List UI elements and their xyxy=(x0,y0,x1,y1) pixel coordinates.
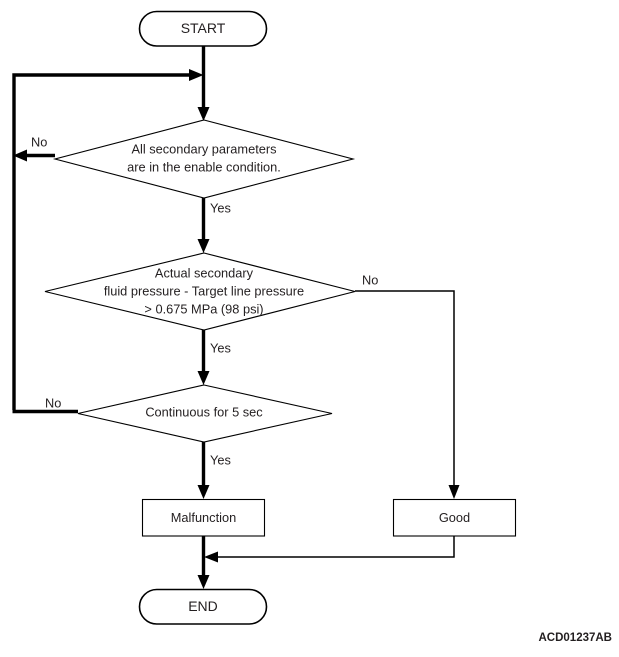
edge-decision2-yes xyxy=(197,330,210,385)
edge-decision2-no xyxy=(355,290,460,499)
arrowhead-icon xyxy=(448,485,460,499)
arrowhead-icon xyxy=(197,575,210,589)
arrowhead-icon xyxy=(13,149,27,162)
good-label: Good xyxy=(439,510,470,525)
edge-label-yes-decision1: Yes xyxy=(210,200,231,215)
edge-decision1-yes xyxy=(197,198,210,253)
node-malfunction[interactable]: Malfunction xyxy=(141,498,266,537)
node-good[interactable]: Good xyxy=(392,498,517,537)
figure-code-label: ACD01237AB xyxy=(538,632,612,644)
decision1-diamond-shape xyxy=(52,119,356,199)
edge-label-no-decision3: No xyxy=(45,395,61,410)
arrowhead-icon xyxy=(189,69,204,81)
edge-label-no-decision1: No xyxy=(31,134,47,149)
edge-good-to-end xyxy=(204,536,455,563)
arrowhead-icon xyxy=(197,107,210,121)
decision3-label-line1: Continuous for 5 sec xyxy=(145,404,263,419)
good-box-shape xyxy=(392,498,517,537)
edge-decision1-no xyxy=(13,149,55,162)
malfunction-label: Malfunction xyxy=(171,510,236,525)
start-terminator-shape xyxy=(138,10,268,47)
arrowhead-icon xyxy=(197,371,210,385)
edge-malfunction-to-end xyxy=(197,536,210,589)
decision2-diamond-shape xyxy=(44,252,356,331)
decision2-label-line1: Actual secondary xyxy=(155,265,254,280)
node-decision-secondary-parameters[interactable]: All secondary parameters are in the enab… xyxy=(52,119,356,199)
node-decision-continuous[interactable]: Continuous for 5 sec xyxy=(77,384,333,443)
end-label: END xyxy=(188,598,218,614)
decision1-label-line2: are in the enable condition. xyxy=(127,159,281,174)
decision3-diamond-shape xyxy=(77,384,333,443)
arrowhead-icon xyxy=(204,551,218,563)
edge-label-no-decision2: No xyxy=(362,272,378,287)
decision1-label-line1: All secondary parameters xyxy=(131,141,276,156)
node-start[interactable]: START xyxy=(138,10,268,47)
edge-label-yes-decision2: Yes xyxy=(210,340,231,355)
end-terminator-shape xyxy=(138,588,268,625)
decision2-label-line3: > 0.675 MPa (98 psi) xyxy=(144,301,263,316)
start-label: START xyxy=(181,20,226,36)
edge-label-yes-decision3: Yes xyxy=(210,452,231,467)
node-end[interactable]: END xyxy=(138,588,268,625)
edge-start-to-decision1 xyxy=(197,46,210,121)
malfunction-box-shape xyxy=(141,498,266,537)
arrowhead-icon xyxy=(197,239,210,253)
arrowhead-icon xyxy=(197,485,210,499)
edge-decision3-yes xyxy=(197,442,210,499)
node-decision-pressure[interactable]: Actual secondary fluid pressure - Target… xyxy=(44,252,356,331)
edge-feedback-loop-rail xyxy=(12,69,204,410)
decision2-label-line2: fluid pressure - Target line pressure xyxy=(104,283,304,298)
